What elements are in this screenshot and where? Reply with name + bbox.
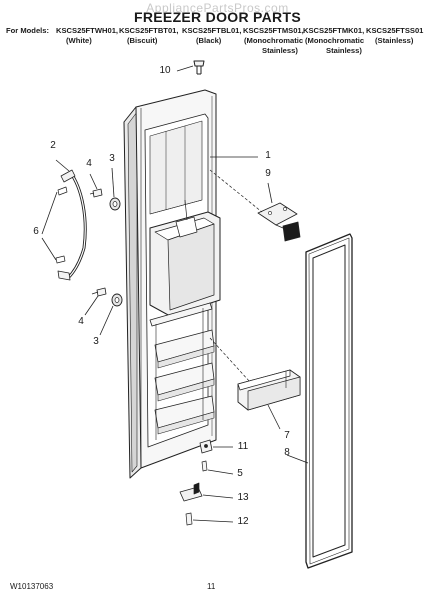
callout-4: 4 <box>86 158 92 169</box>
part-12-screw <box>185 512 234 526</box>
model-color: (Stainless) <box>375 36 414 45</box>
part-8-gasket <box>286 233 353 569</box>
part-10-screw <box>176 60 205 75</box>
model-color: (Biscuit) <box>127 36 158 45</box>
watermark: AppliancePartsPros.com <box>146 1 289 15</box>
callout-13: 13 <box>237 492 249 503</box>
model-color: (White) <box>66 36 92 45</box>
callout-12: 12 <box>237 516 249 527</box>
model-number: KSCS25FTMS01, <box>243 26 304 35</box>
callout-3: 3 <box>93 336 99 347</box>
part-9-bracket <box>209 169 301 242</box>
model-color: (Monochromatic <box>244 36 304 45</box>
part-3-spacer-upper <box>109 167 121 211</box>
model-number: KSCS25FTMK01, <box>303 26 365 35</box>
model-color: (Black) <box>196 36 222 45</box>
callout-1: 1 <box>265 150 271 161</box>
page-number: 11 <box>207 582 216 591</box>
model-color: (Monochromatic <box>305 36 365 45</box>
model-number: KSCS25FTBL01, <box>182 26 242 35</box>
callout-5: 5 <box>237 468 243 479</box>
model-number: KSCS25FTSS01 <box>366 26 424 35</box>
part-2-handle <box>41 159 87 281</box>
callout-8: 8 <box>284 447 290 458</box>
part-4-screw-lower <box>84 287 107 316</box>
callout-11: 11 <box>237 441 249 452</box>
part-4-screw-upper <box>89 173 103 198</box>
model-number: KSCS25FTWH01, <box>56 26 119 35</box>
model-number: KSCS25FTBT01, <box>119 26 179 35</box>
part-3-spacer-lower <box>99 293 123 336</box>
callout-4: 4 <box>78 316 84 327</box>
callout-7: 7 <box>284 430 290 441</box>
for-models-label: For Models: <box>6 26 50 35</box>
part-1-freezer-door <box>123 89 258 479</box>
callout-6: 6 <box>33 226 39 237</box>
page-title: FREEZER DOOR PARTS <box>134 9 301 25</box>
model-color: Stainless) <box>326 46 362 55</box>
callout-10: 10 <box>159 65 171 76</box>
model-color: Stainless) <box>262 46 298 55</box>
part-5-screw <box>201 460 234 475</box>
document-number: W10137063 <box>10 582 54 591</box>
callout-3: 3 <box>109 153 115 164</box>
callout-9: 9 <box>265 168 271 179</box>
part-13-hinge-bracket <box>179 482 234 502</box>
part-7-door-bin <box>209 337 301 430</box>
callout-2: 2 <box>50 140 56 151</box>
part-11-bushing <box>199 439 233 454</box>
